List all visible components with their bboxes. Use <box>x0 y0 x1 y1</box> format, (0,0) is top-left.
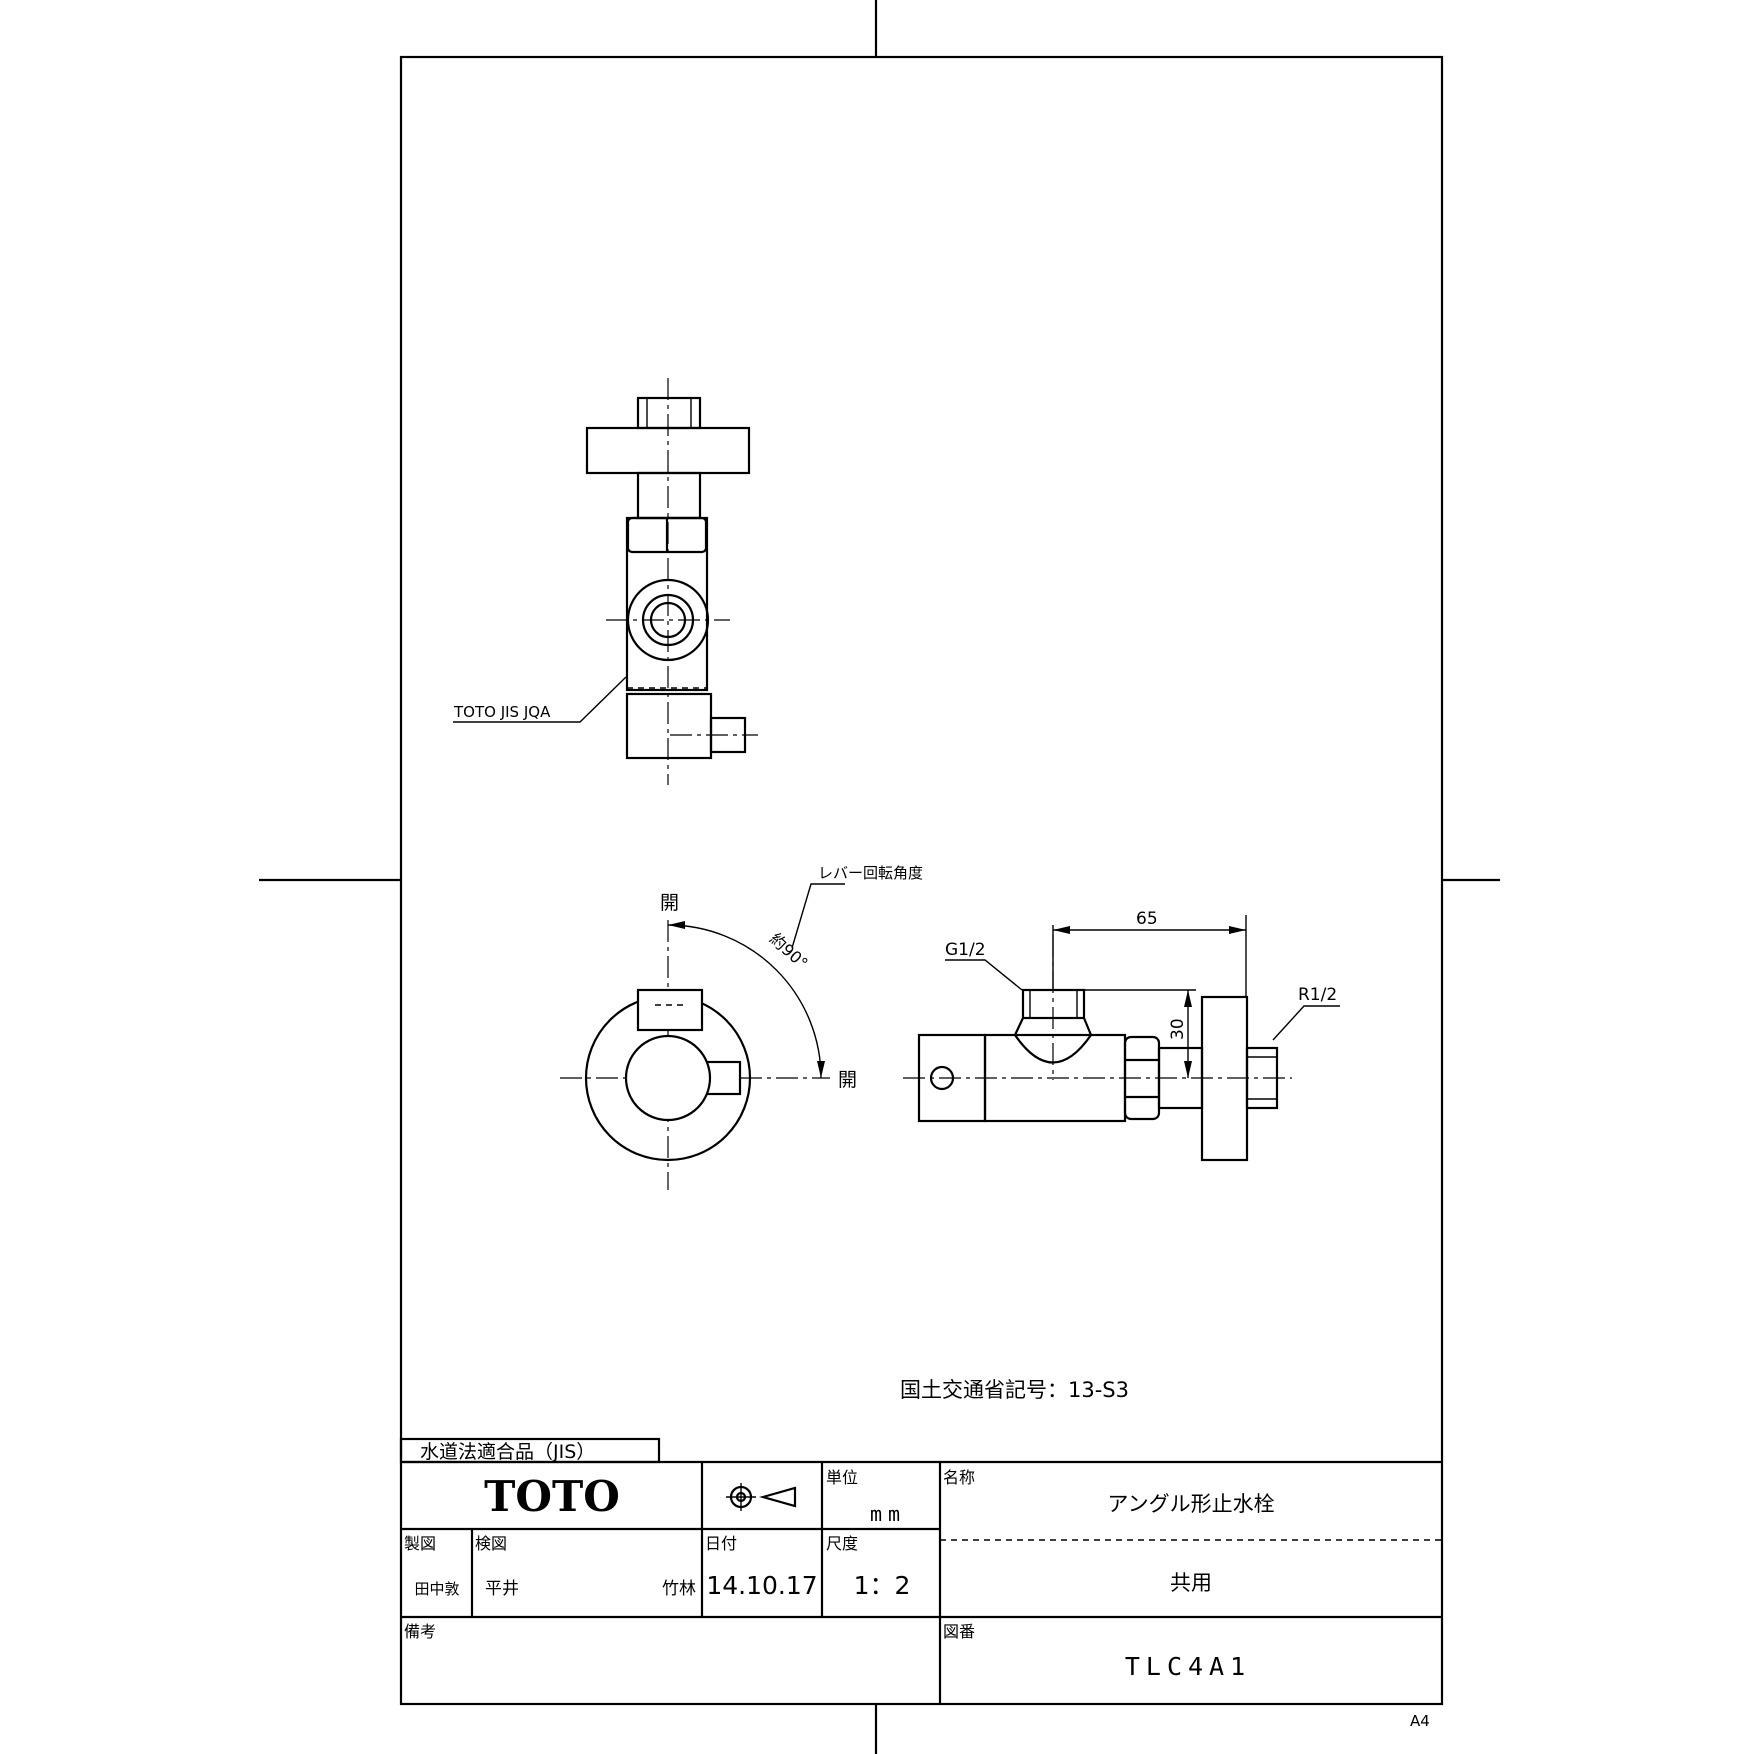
dimension-height: 30 <box>1168 1018 1188 1040</box>
drawing-number: TLC4A1 <box>1125 1652 1251 1681</box>
marking-callout-label: TOTO JIS JQA <box>453 703 551 721</box>
drawn-by: 田中敦 <box>414 1580 459 1598</box>
date-header: 日付 <box>705 1534 737 1553</box>
unit-header: 単位 <box>826 1468 858 1487</box>
inlet-thread-label: G1/2 <box>945 940 986 960</box>
checked-by-1: 平井 <box>485 1579 519 1599</box>
open-label-right: 開 <box>838 1069 857 1091</box>
name-header: 名称 <box>943 1468 975 1487</box>
scale-value: 1：2 <box>854 1571 911 1600</box>
date-value: 14.10.17 <box>706 1571 817 1600</box>
open-label-top: 開 <box>660 892 679 914</box>
plan-view <box>560 883 845 1190</box>
side-view <box>903 915 1340 1162</box>
lever-angle-label: レバー回転角度 <box>818 864 923 882</box>
mlit-code-label: 国土交通省記号：13-S3 <box>900 1378 1129 1402</box>
title-block-lines <box>399 1437 1442 1704</box>
drawing-frame <box>259 0 1500 1754</box>
projection-symbol <box>726 1483 797 1511</box>
front-view <box>453 378 758 785</box>
product-name: アングル形止水栓 <box>1107 1492 1274 1516</box>
paper-size-label: A4 <box>1410 1712 1430 1730</box>
dimension-length: 65 <box>1136 909 1158 929</box>
drawn-header: 製図 <box>404 1534 436 1553</box>
unit-value: mm <box>870 1502 906 1526</box>
scale-header: 尺度 <box>826 1534 858 1553</box>
certification-label: 水道法適合品（JIS） <box>420 1441 595 1463</box>
outlet-thread-label: R1/2 <box>1298 985 1337 1005</box>
usage-label: 共用 <box>1170 1571 1212 1595</box>
brand-logo: TOTO <box>484 1472 620 1521</box>
checked-header: 検図 <box>475 1534 507 1553</box>
checked-by-2: 竹林 <box>662 1579 696 1599</box>
drawing-number-header: 図番 <box>943 1622 975 1641</box>
remarks-header: 備考 <box>404 1622 436 1641</box>
